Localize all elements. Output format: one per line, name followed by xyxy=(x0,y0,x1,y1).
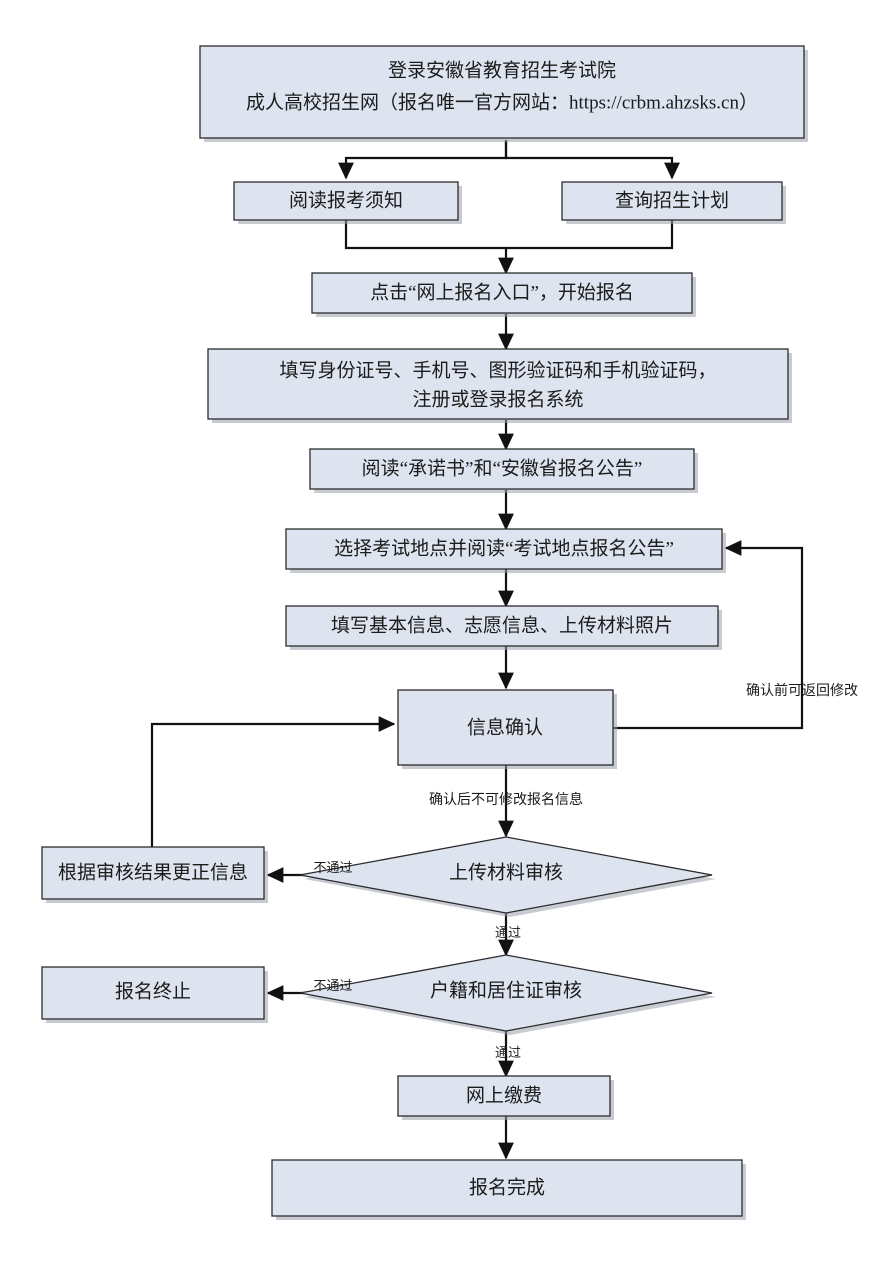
node-start-line2: 成人高校招生网（报名唯一官方网站：https://crbm.ahzsks.cn） xyxy=(246,91,758,113)
node-read-notice-label: 阅读报考须知 xyxy=(289,189,403,211)
edge-label-loop-back: 确认前可返回修改 xyxy=(746,682,858,699)
node-audit-residence-label: 户籍和居住证审核 xyxy=(430,979,582,1001)
node-fix-info[interactable]: 根据审核结果更正信息 xyxy=(41,846,268,903)
node-select-site[interactable]: 选择考试地点并阅读“考试地点报名公告” xyxy=(285,528,726,573)
node-audit-materials-label: 上传材料审核 xyxy=(449,861,563,883)
edge-plan-to-merge xyxy=(506,220,674,250)
edge-confirm-back-to-site xyxy=(613,540,804,730)
node-registration-complete[interactable]: 报名完成 xyxy=(271,1159,746,1220)
node-fill-info[interactable]: 填写基本信息、志愿信息、上传材料照片 xyxy=(285,605,722,650)
node-select-site-label: 选择考试地点并阅读“考试地点报名公告” xyxy=(334,537,674,559)
node-online-entry[interactable]: 点击“网上报名入口”，开始报名 xyxy=(311,272,696,317)
node-start-line1: 登录安徽省教育招生考试院 xyxy=(388,59,616,81)
node-registration-stopped-label: 报名终止 xyxy=(115,980,191,1002)
node-online-entry-label: 点击“网上报名入口”，开始报名 xyxy=(370,281,634,303)
node-registration-complete-label: 报名完成 xyxy=(469,1176,545,1198)
node-online-payment[interactable]: 网上缴费 xyxy=(397,1075,614,1120)
node-read-promise-label: 阅读“承诺书”和“安徽省报名公告” xyxy=(362,457,643,479)
node-query-plan-label: 查询招生计划 xyxy=(615,189,729,211)
node-online-payment-label: 网上缴费 xyxy=(466,1084,542,1106)
edge-fix-back-to-confirm xyxy=(150,716,396,847)
node-audit-materials[interactable]: 上传材料审核 xyxy=(299,836,716,917)
edge-start-to-plan xyxy=(504,140,680,180)
edge-label-after-confirm: 确认后不可修改报名信息 xyxy=(429,791,583,808)
node-confirm-info[interactable]: 信息确认 xyxy=(397,689,617,769)
node-register-line1: 填写身份证号、手机号、图形验证码和手机验证码， xyxy=(279,359,716,381)
node-read-notice[interactable]: 阅读报考须知 xyxy=(233,181,462,224)
edge-label-fail-1: 不通过 xyxy=(313,860,352,875)
node-fill-info-label: 填写基本信息、志愿信息、上传材料照片 xyxy=(331,614,673,636)
node-register[interactable]: 填写身份证号、手机号、图形验证码和手机验证码， 注册或登录报名系统 xyxy=(207,348,792,423)
edge-label-pass-2: 通过 xyxy=(495,1045,521,1060)
edge-start-to-notice xyxy=(338,140,508,180)
node-read-promise[interactable]: 阅读“承诺书”和“安徽省报名公告” xyxy=(309,448,698,493)
node-registration-stopped[interactable]: 报名终止 xyxy=(41,966,268,1023)
node-fix-info-label: 根据审核结果更正信息 xyxy=(58,861,248,883)
node-register-line2: 注册或登录报名系统 xyxy=(412,388,583,410)
node-query-plan[interactable]: 查询招生计划 xyxy=(561,181,786,224)
edge-notice-to-merge xyxy=(344,220,506,250)
node-start[interactable]: 登录安徽省教育招生考试院 成人高校招生网（报名唯一官方网站：https://cr… xyxy=(199,45,808,142)
node-audit-residence[interactable]: 户籍和居住证审核 xyxy=(299,954,716,1035)
edge-label-pass-1: 通过 xyxy=(495,925,521,940)
edge-label-fail-2: 不通过 xyxy=(313,978,352,993)
node-confirm-info-label: 信息确认 xyxy=(467,716,543,738)
